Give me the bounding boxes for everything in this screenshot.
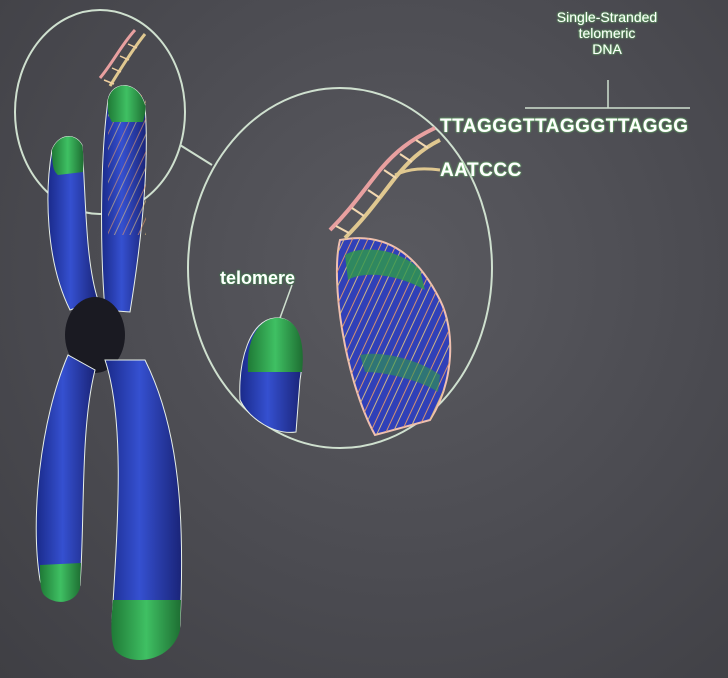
- chromosome-arm-lower-left: [36, 355, 95, 598]
- zoom-connector: [180, 145, 212, 165]
- magnified-chromatin: [337, 238, 450, 435]
- tip-green-cap: [248, 318, 303, 372]
- telomere-cap-lower-left: [40, 563, 81, 602]
- telomere-label: telomere: [220, 268, 295, 289]
- helix-small: [100, 30, 145, 86]
- ssdna-line-2: telomeric: [532, 25, 682, 41]
- magnified-telomere-tip: [240, 285, 303, 432]
- ssdna-line-1: Single-Stranded: [532, 9, 682, 25]
- telomere-pointer: [280, 285, 292, 318]
- ssdna-line-3: DNA: [532, 41, 682, 57]
- telomere-cap-upper-right: [108, 86, 146, 122]
- sequence-top-strand: TTAGGGTTAGGGTTAGGG: [440, 116, 689, 138]
- telomere-cap-upper-left: [52, 136, 83, 175]
- sequence-bottom-strand: AATCCC: [440, 160, 522, 182]
- single-stranded-dna-label: Single-Stranded telomeric DNA: [532, 9, 682, 57]
- chromosome: [36, 86, 181, 660]
- telomere-cap-lower-right: [111, 600, 181, 660]
- zoom-circle-small: [15, 10, 185, 214]
- helix-large: [330, 128, 440, 238]
